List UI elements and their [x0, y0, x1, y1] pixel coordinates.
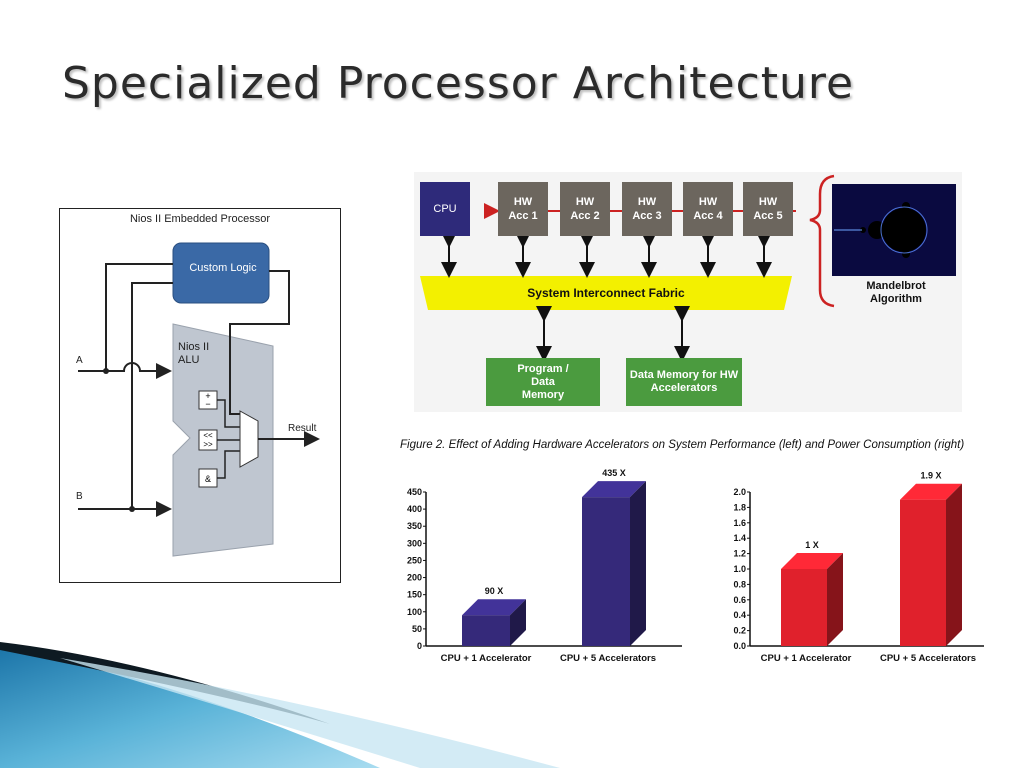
bar: [900, 499, 946, 646]
svg-text:−: −: [205, 399, 210, 409]
y-tick-label: 50: [412, 624, 422, 634]
nios-diagram-title: Nios II Embedded Processor: [129, 213, 270, 225]
custom-logic-box: [172, 242, 270, 304]
bar-data-label: 90 X: [485, 586, 504, 596]
y-tick-label: 0.0: [733, 641, 746, 651]
program-memory-label: Program / Data Memory: [517, 362, 569, 401]
y-tick-label: 0.2: [733, 626, 746, 636]
bar: [781, 569, 827, 646]
category-label: CPU + 1 Accelerator: [441, 653, 532, 664]
data-memory-label: Data Memory for HW Accelerators: [629, 369, 739, 394]
y-tick-label: 400: [407, 504, 422, 514]
slide-title: Specialized Processor Architecture: [62, 58, 855, 109]
input-b-label: B: [76, 491, 83, 502]
y-tick-label: 1.6: [733, 518, 746, 528]
y-tick-label: 0.4: [733, 610, 746, 620]
fabric-shape: [420, 276, 792, 310]
svg-text:<<: <<: [203, 431, 213, 440]
hw-acc-1-label: HW Acc 1: [508, 196, 538, 222]
bar-data-label: 435 X: [602, 468, 626, 478]
power-chart: 0.0 0.2 0.4 0.6 0.8 1.0 1.2 1.4 1.6 1.8 2.0 1 X CPU …: [733, 471, 984, 664]
y-tick-label: 0.8: [733, 579, 746, 589]
bar-data-label: 1 X: [805, 540, 819, 550]
y-tick-label: 100: [407, 607, 422, 617]
y-tick-label: 150: [407, 590, 422, 600]
nios-diagram: Nios II Embedded Processor + − << >> &: [59, 208, 341, 583]
svg-text:>>: >>: [203, 440, 213, 449]
mux-shape: [239, 410, 259, 468]
y-tick-label: 1.0: [733, 564, 746, 574]
hw-acc-4-label: HW Acc 4: [693, 196, 723, 222]
custom-logic-label: Custom Logic: [189, 262, 257, 274]
y-tick-label: 1.4: [733, 533, 746, 543]
y-tick-label: 250: [407, 555, 422, 565]
bar-top: [781, 553, 843, 569]
hw-acc-3-label: HW Acc 3: [632, 196, 662, 222]
y-tick-label: 1.2: [733, 549, 746, 559]
hw-acc-2-label: HW Acc 2: [570, 196, 600, 222]
y-tick-label: 1.8: [733, 502, 746, 512]
figure-caption: Figure 2. Effect of Adding Hardware Acce…: [400, 439, 965, 451]
bar: [462, 615, 510, 646]
result-label: Result: [288, 423, 317, 434]
data-memory-block: Data Memory for HW Accelerators: [626, 358, 742, 406]
bar-top: [582, 481, 646, 498]
hw-acc-1: HW Acc 1: [498, 182, 548, 236]
cpu-block: CPU: [420, 182, 470, 236]
y-tick-label: 2.0: [733, 487, 746, 497]
performance-chart: 0 50 100 150 200 250 300 350 400 450 90 X CPU + 1 A…: [407, 468, 682, 664]
hw-acc-5-label: HW Acc 5: [753, 196, 783, 222]
y-tick-label: 350: [407, 521, 422, 531]
category-label: CPU + 5 Accelerators: [560, 653, 656, 664]
y-tick-label: 450: [407, 487, 422, 497]
hw-acc-4: HW Acc 4: [683, 182, 733, 236]
bar-top: [900, 483, 962, 500]
y-tick-label: 0.6: [733, 595, 746, 605]
architecture-svg: [420, 174, 956, 362]
svg-text:+: +: [205, 391, 210, 401]
category-label: CPU + 5 Accelerators: [880, 653, 976, 664]
y-tick-label: 200: [407, 573, 422, 583]
bar: [582, 497, 630, 646]
hw-acc-5: HW Acc 5: [743, 182, 793, 236]
category-label: CPU + 1 Accelerator: [761, 653, 852, 664]
cpu-label: CPU: [433, 203, 457, 215]
svg-text:&: &: [205, 474, 211, 484]
hw-acc-2: HW Acc 2: [560, 182, 610, 236]
fabric-label: System Interconnect Fabric: [527, 286, 685, 300]
bar-side: [630, 481, 646, 646]
architecture-diagram: CPU HW Acc 1 HW Acc 2 HW Acc 3 HW Acc 4 …: [414, 172, 962, 412]
bar-top: [462, 599, 526, 616]
bar-side: [827, 553, 843, 646]
bar-side: [946, 483, 962, 646]
corner-wave-decoration: [0, 642, 560, 768]
input-a-label: A: [76, 355, 83, 366]
program-memory-block: Program / Data Memory: [486, 358, 600, 406]
y-tick-label: 0: [417, 641, 422, 651]
brace: [809, 174, 835, 308]
nios-diagram-svg: + − << >> &: [78, 242, 320, 557]
bar-side: [510, 599, 526, 646]
alu-label: Nios II ALU: [178, 341, 210, 366]
bar-data-label: 1.9 X: [920, 471, 941, 481]
hw-acc-3: HW Acc 3: [622, 182, 672, 236]
mandelbrot-label: Mandelbrot Algorithm: [866, 280, 926, 305]
y-tick-label: 300: [407, 538, 422, 548]
